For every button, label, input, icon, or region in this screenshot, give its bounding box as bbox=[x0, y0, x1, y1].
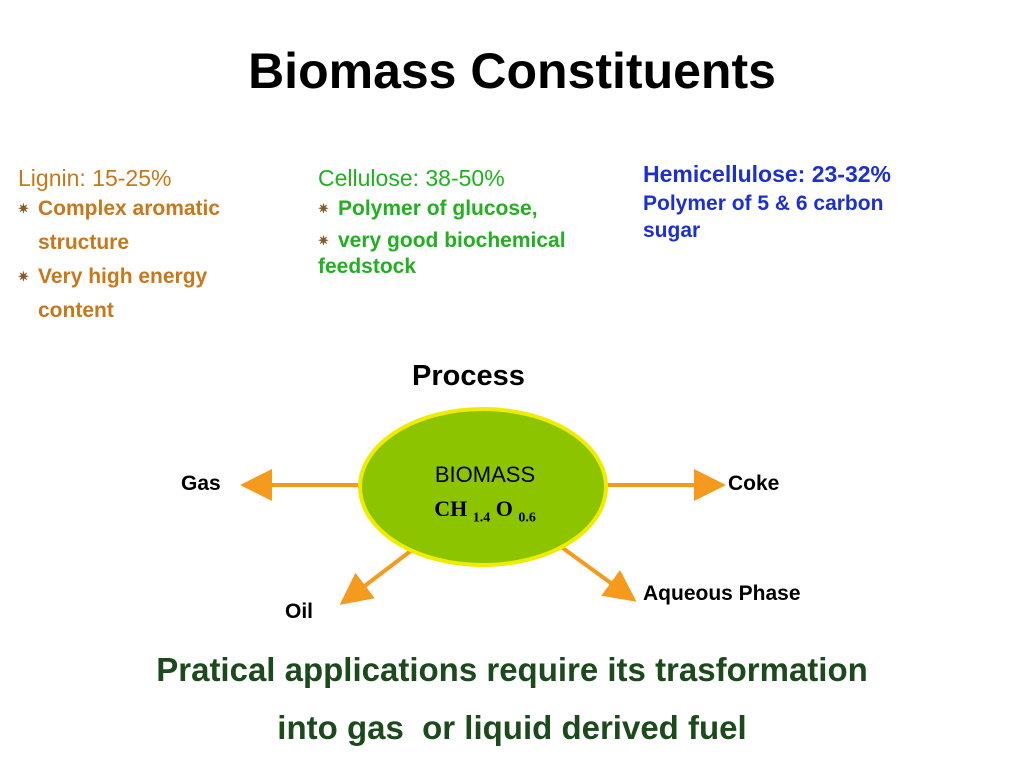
arrow-to-aqueous bbox=[558, 544, 637, 602]
output-gas: Gas bbox=[181, 472, 221, 495]
bullet-icon: ✷ bbox=[18, 269, 29, 284]
output-aqueous-phase: Aqueous Phase bbox=[643, 582, 801, 605]
lignin-bullet-continued: content bbox=[38, 299, 114, 322]
output-oil: Oil bbox=[285, 600, 314, 623]
footer-text: Pratical applications require its trasfo… bbox=[0, 641, 1024, 757]
bullet-icon: ✷ bbox=[18, 201, 29, 216]
biomass-center: BIOMASS CH 1.4 O 0.6 bbox=[400, 462, 570, 526]
cellulose-bullet: ✷very good biochemical bbox=[318, 226, 566, 256]
cellulose-bullet: ✷Polymer of glucose, bbox=[318, 192, 566, 226]
bullet-icon: ✷ bbox=[318, 233, 329, 248]
biomass-formula: CH 1.4 O 0.6 bbox=[434, 496, 536, 526]
biomass-ellipse bbox=[358, 407, 608, 567]
hemicellulose-line: sugar bbox=[643, 219, 701, 242]
slide-title: Biomass Constituents bbox=[248, 43, 776, 99]
cellulose-bullet-continued: feedstock bbox=[318, 255, 417, 278]
footer-line-1: Pratical applications require its trasfo… bbox=[156, 651, 868, 688]
footer-line-2: into gas or liquid derived fuel bbox=[277, 709, 747, 746]
lignin-bullet-continued: structure bbox=[38, 231, 130, 254]
hemicellulose-line: Polymer of 5 & 6 carbon bbox=[643, 192, 884, 215]
lignin-bullet: ✷Complex aromatic bbox=[18, 192, 220, 226]
output-coke: Coke bbox=[728, 472, 780, 495]
arrow-to-oil bbox=[339, 548, 414, 605]
lignin-heading: Lignin: 15-25% bbox=[18, 165, 172, 191]
cellulose-column: Cellulose: 38-50% ✷Polymer of glucose, ✷… bbox=[318, 164, 566, 278]
cellulose-heading: Cellulose: 38-50% bbox=[318, 165, 505, 191]
hemicellulose-heading: Hemicellulose: 23-32% bbox=[643, 161, 892, 187]
lignin-column: Lignin: 15-25% ✷Complex aromatic structu… bbox=[18, 164, 220, 328]
bullet-icon: ✷ bbox=[318, 201, 329, 216]
hemicellulose-column: Hemicellulose: 23-32% Polymer of 5 & 6 c… bbox=[643, 160, 891, 243]
lignin-bullet: ✷Very high energy bbox=[18, 260, 220, 294]
biomass-label: BIOMASS bbox=[434, 462, 536, 487]
process-label: Process bbox=[412, 360, 525, 392]
